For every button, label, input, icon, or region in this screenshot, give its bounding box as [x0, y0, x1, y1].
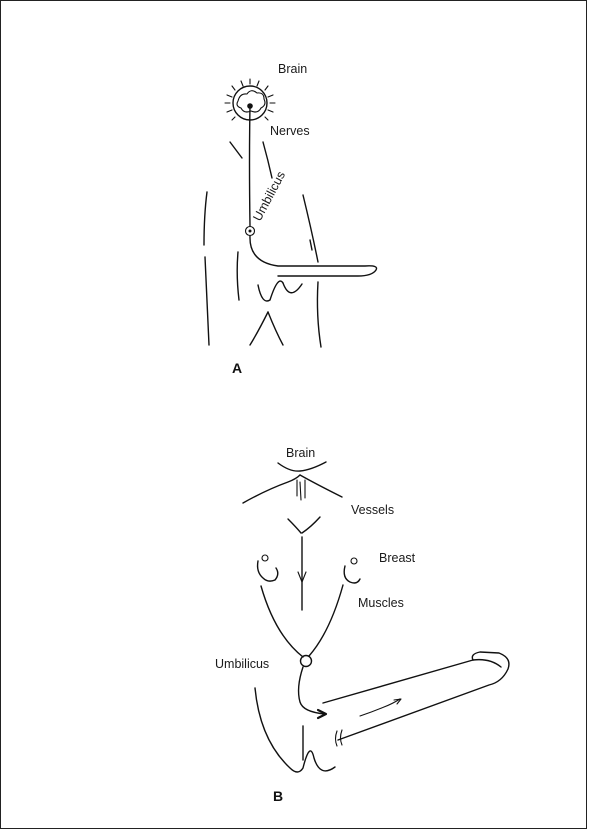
label-brain-a: Brain	[278, 62, 307, 76]
figure-b: Brain Vessels Breast Muscles Umbilicus B	[215, 446, 509, 804]
label-breast-b: Breast	[379, 551, 416, 565]
label-brain-b: Brain	[286, 446, 315, 460]
caption-b: B	[273, 788, 283, 804]
label-umbilicus-a: Umbilicus	[250, 169, 288, 223]
label-muscles-b: Muscles	[358, 596, 404, 610]
caption-a: A	[232, 360, 242, 376]
label-umbilicus-b: Umbilicus	[215, 657, 269, 671]
breast-outline-b	[258, 555, 360, 583]
lower-torso-outline-b	[255, 688, 335, 772]
figure-a: Brain Nerves Umbilicus A	[204, 62, 377, 376]
torso-outline-a	[204, 142, 321, 347]
penis-outline-b	[323, 652, 509, 746]
neck-outline-b	[243, 462, 342, 533]
label-vessels-b: Vessels	[351, 503, 394, 517]
vessel-pathway-b	[261, 537, 343, 718]
label-nerves-a: Nerves	[270, 124, 310, 138]
